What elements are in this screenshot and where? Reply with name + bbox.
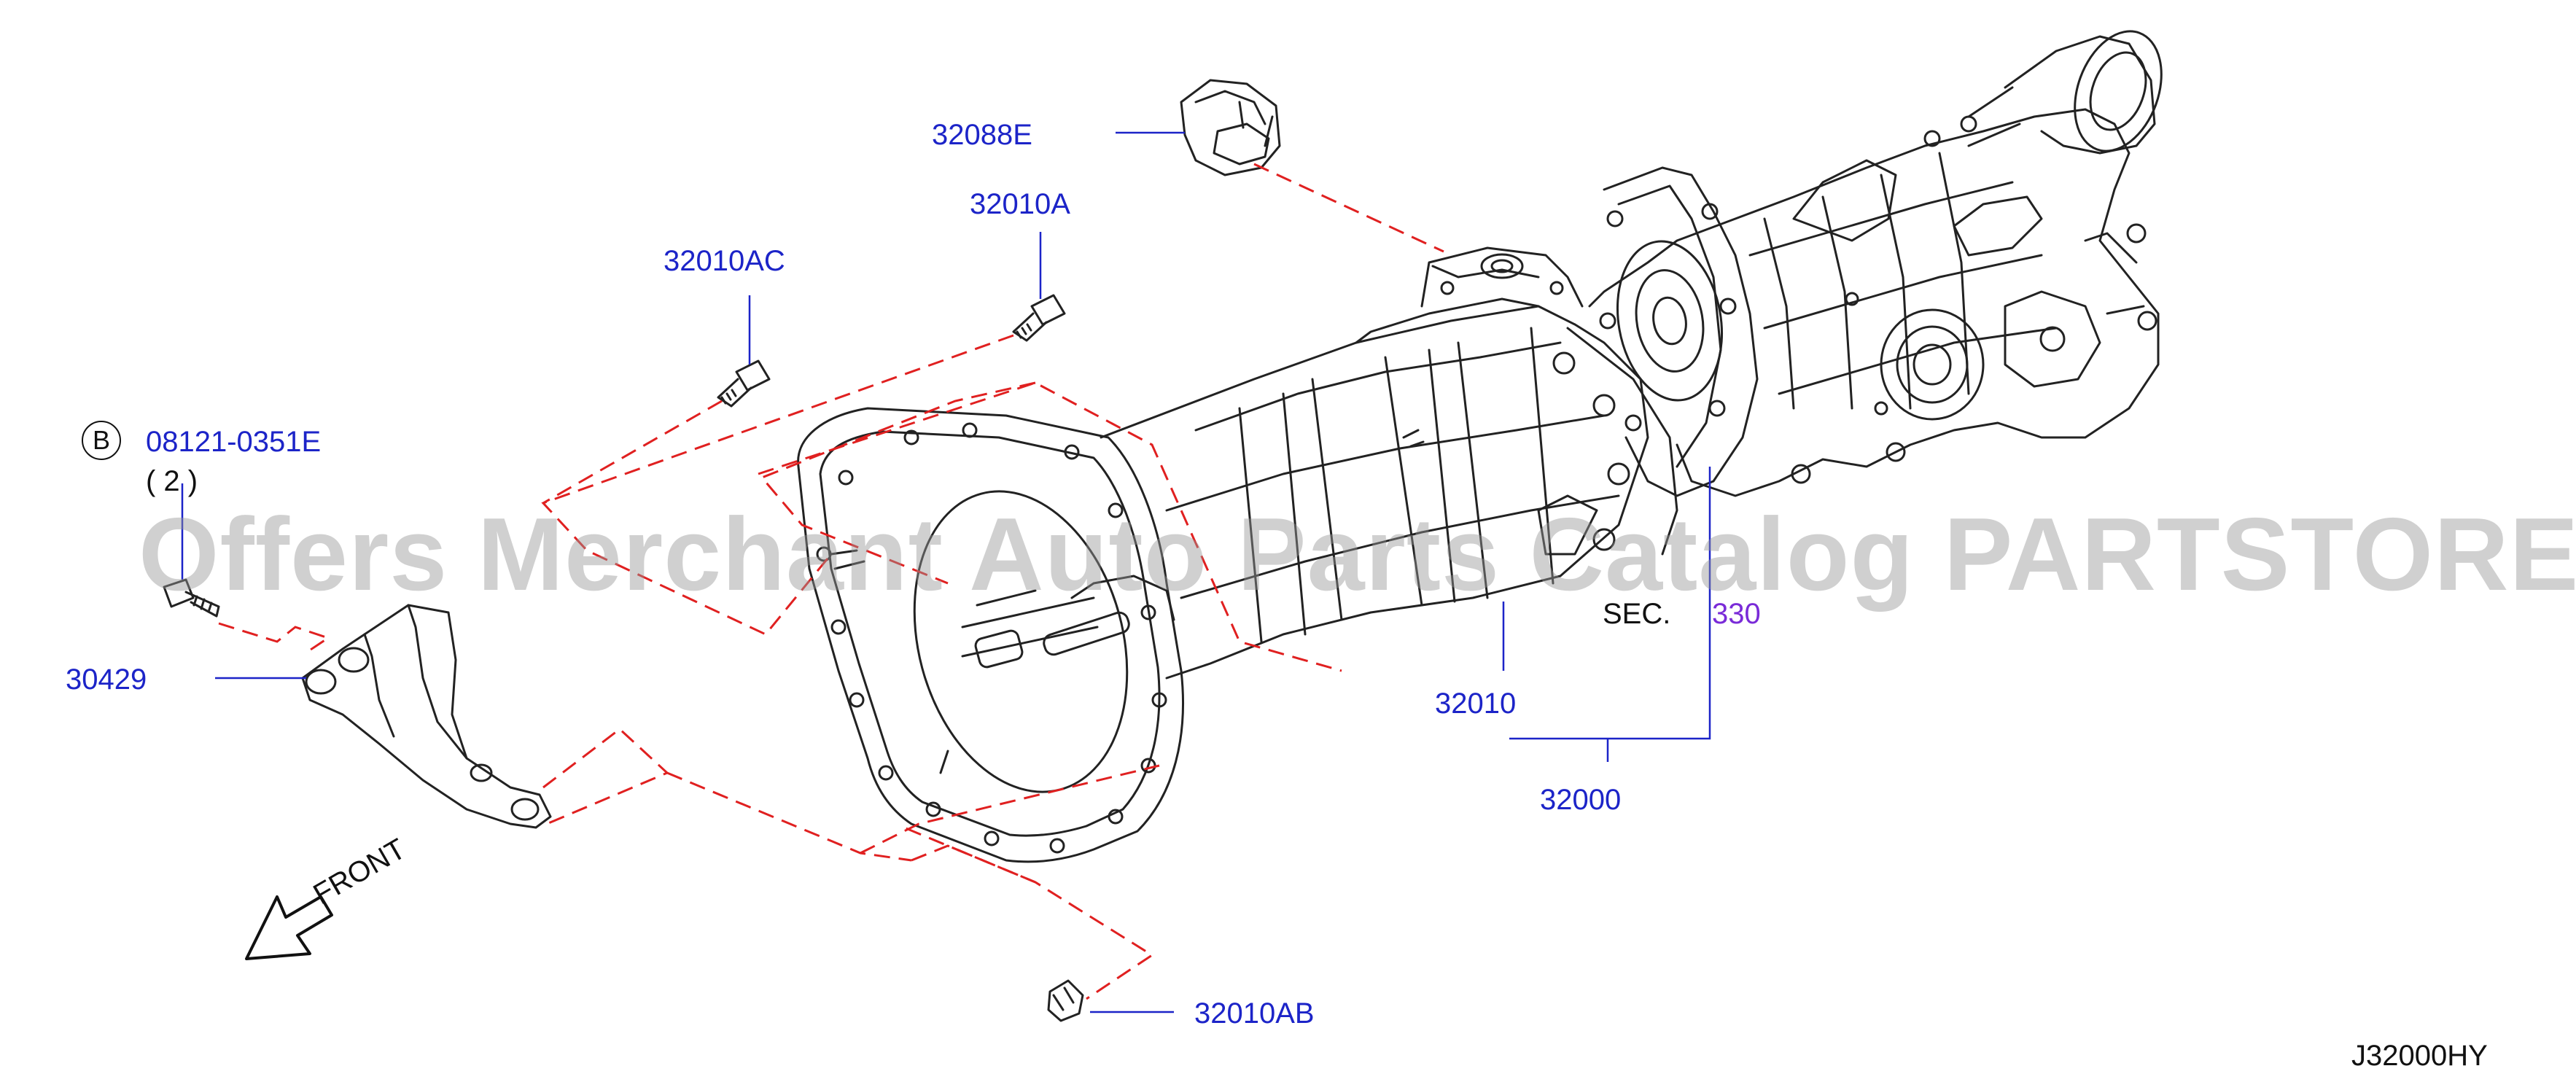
bolt-32010ab (1047, 979, 1084, 1022)
callout-32010a[interactable]: 32010A (970, 188, 1070, 220)
bracket-30429 (301, 604, 552, 829)
callout-32000[interactable]: 32000 (1540, 784, 1622, 816)
transmission-case (1043, 246, 1678, 680)
callout-08121-0351e[interactable]: 08121-0351E (146, 426, 322, 458)
leader-lines (181, 131, 1711, 1013)
assembly-lines (218, 163, 1444, 1000)
rear-extension (1588, 30, 2163, 497)
bell-housing (797, 407, 1184, 863)
bolt-quantity: ( 2 ) (146, 465, 198, 497)
callout-32010ab[interactable]: 32010AB (1194, 997, 1315, 1030)
callout-32010ac[interactable]: 32010AC (664, 245, 785, 277)
arrow-front-icon (245, 895, 333, 960)
bolt-32010a (1012, 294, 1066, 342)
callout-32088e[interactable]: 32088E (932, 119, 1032, 151)
callout-32010[interactable]: 32010 (1435, 688, 1517, 720)
mount-32088e (1180, 79, 1281, 176)
bolt-badge: B (82, 421, 121, 460)
callout-30429[interactable]: 30429 (66, 663, 147, 696)
bolt-32010ac (717, 359, 771, 408)
section-ref-number[interactable]: 330 (1712, 598, 1761, 630)
section-ref-prefix: SEC. (1603, 598, 1671, 630)
sheet-code: J32000HY (2351, 1040, 2488, 1072)
watermark: Offers Merchant Auto Parts Catalog PARTS… (139, 497, 2576, 612)
bolt-08121 (163, 578, 220, 618)
